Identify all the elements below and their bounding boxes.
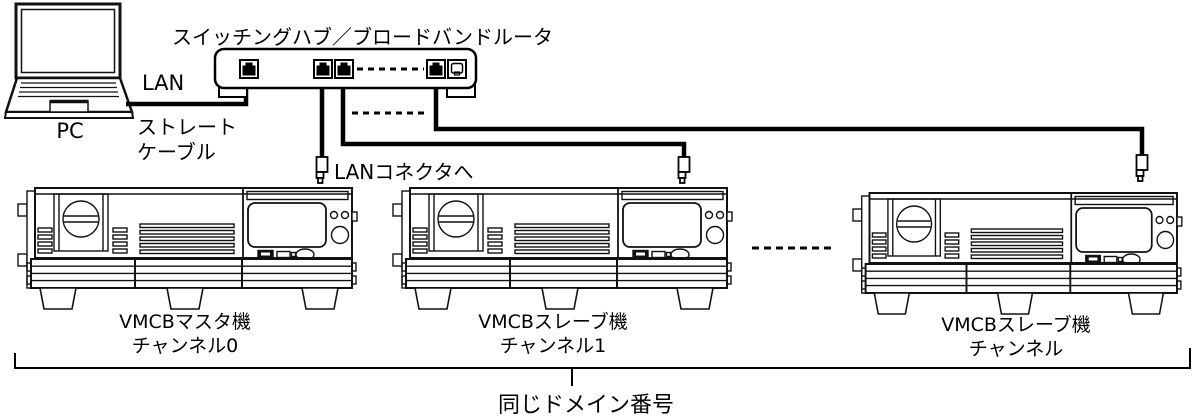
device-1-label: VMCBマスタ機 チャンネル0 — [119, 310, 251, 358]
device-1-channel: チャンネル0 — [131, 335, 239, 357]
device-2-label: VMCBスレーブ機 チャンネル1 — [478, 310, 628, 358]
lan-cable-device-3 — [433, 70, 1145, 155]
rj45-plug-3 — [1135, 154, 1149, 182]
hub-title: スイッチングハブ／ブロードバンドルータ — [172, 25, 553, 49]
hub-port-3 — [334, 59, 354, 79]
pc-illustration — [3, 2, 135, 119]
hub-illustration — [213, 47, 478, 98]
rj45-plug-1 — [315, 156, 329, 184]
hub-port-4 — [426, 59, 446, 79]
hub-port-2 — [313, 59, 333, 79]
device-3-name: VMCBスレーブ機 — [941, 314, 1091, 336]
lan-connector-note: LANコネクタへ — [334, 160, 474, 184]
pc-label: PC — [56, 119, 84, 143]
lan-cable-device-2 — [340, 70, 687, 157]
domain-bracket — [14, 348, 1191, 386]
device-3-label: VMCBスレーブ機 チャンネル — [941, 313, 1091, 361]
cable-type-label: ストレート ケーブル — [137, 115, 237, 165]
device-1-name: VMCBマスタ機 — [119, 311, 251, 333]
cable-type-line2: ケーブル — [137, 140, 216, 164]
lan-label: LAN — [142, 71, 185, 95]
vmcb-slave2-illustration — [852, 192, 1183, 315]
vmcb-slave1-illustration — [392, 187, 733, 310]
rj45-plug-2 — [677, 156, 691, 184]
device-2-channel: チャンネル1 — [499, 335, 607, 357]
vmcb-master-illustration — [17, 187, 358, 310]
device-2-name: VMCBスレーブ機 — [478, 311, 628, 333]
hub-port-5 — [447, 59, 467, 79]
device-3-channel: チャンネル — [968, 338, 1064, 360]
cable-type-line1: ストレート — [137, 115, 237, 139]
domain-label: 同じドメイン番号 — [497, 393, 675, 418]
hub-port-1 — [239, 59, 259, 79]
